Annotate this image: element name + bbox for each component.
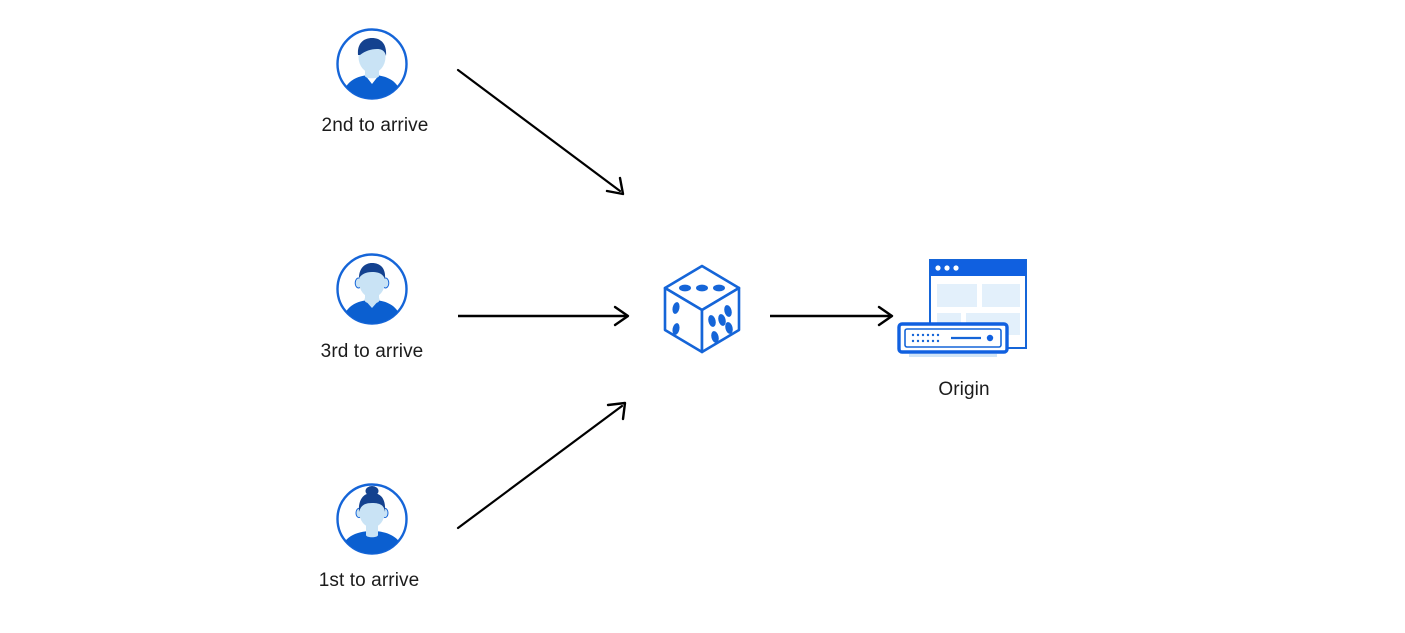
- user-avatar-icon: [334, 26, 410, 102]
- arrow-middle-to-dice: [458, 305, 630, 327]
- dice-icon: [660, 263, 744, 355]
- client-top-label: 2nd to arrive: [321, 115, 429, 136]
- arrow-dice-to-origin: [770, 305, 894, 327]
- origin-server-icon: [893, 255, 1038, 365]
- user-avatar-icon: [334, 251, 410, 327]
- user-avatar-icon: [334, 481, 410, 557]
- client-bottom-label: 1st to arrive: [318, 570, 420, 591]
- arrow-bottom-to-dice: [456, 401, 627, 530]
- origin-label: Origin: [938, 379, 990, 400]
- arrow-top-to-dice: [456, 68, 625, 196]
- client-middle-label: 3rd to arrive: [320, 341, 424, 362]
- server-rack-icon: [897, 322, 1009, 357]
